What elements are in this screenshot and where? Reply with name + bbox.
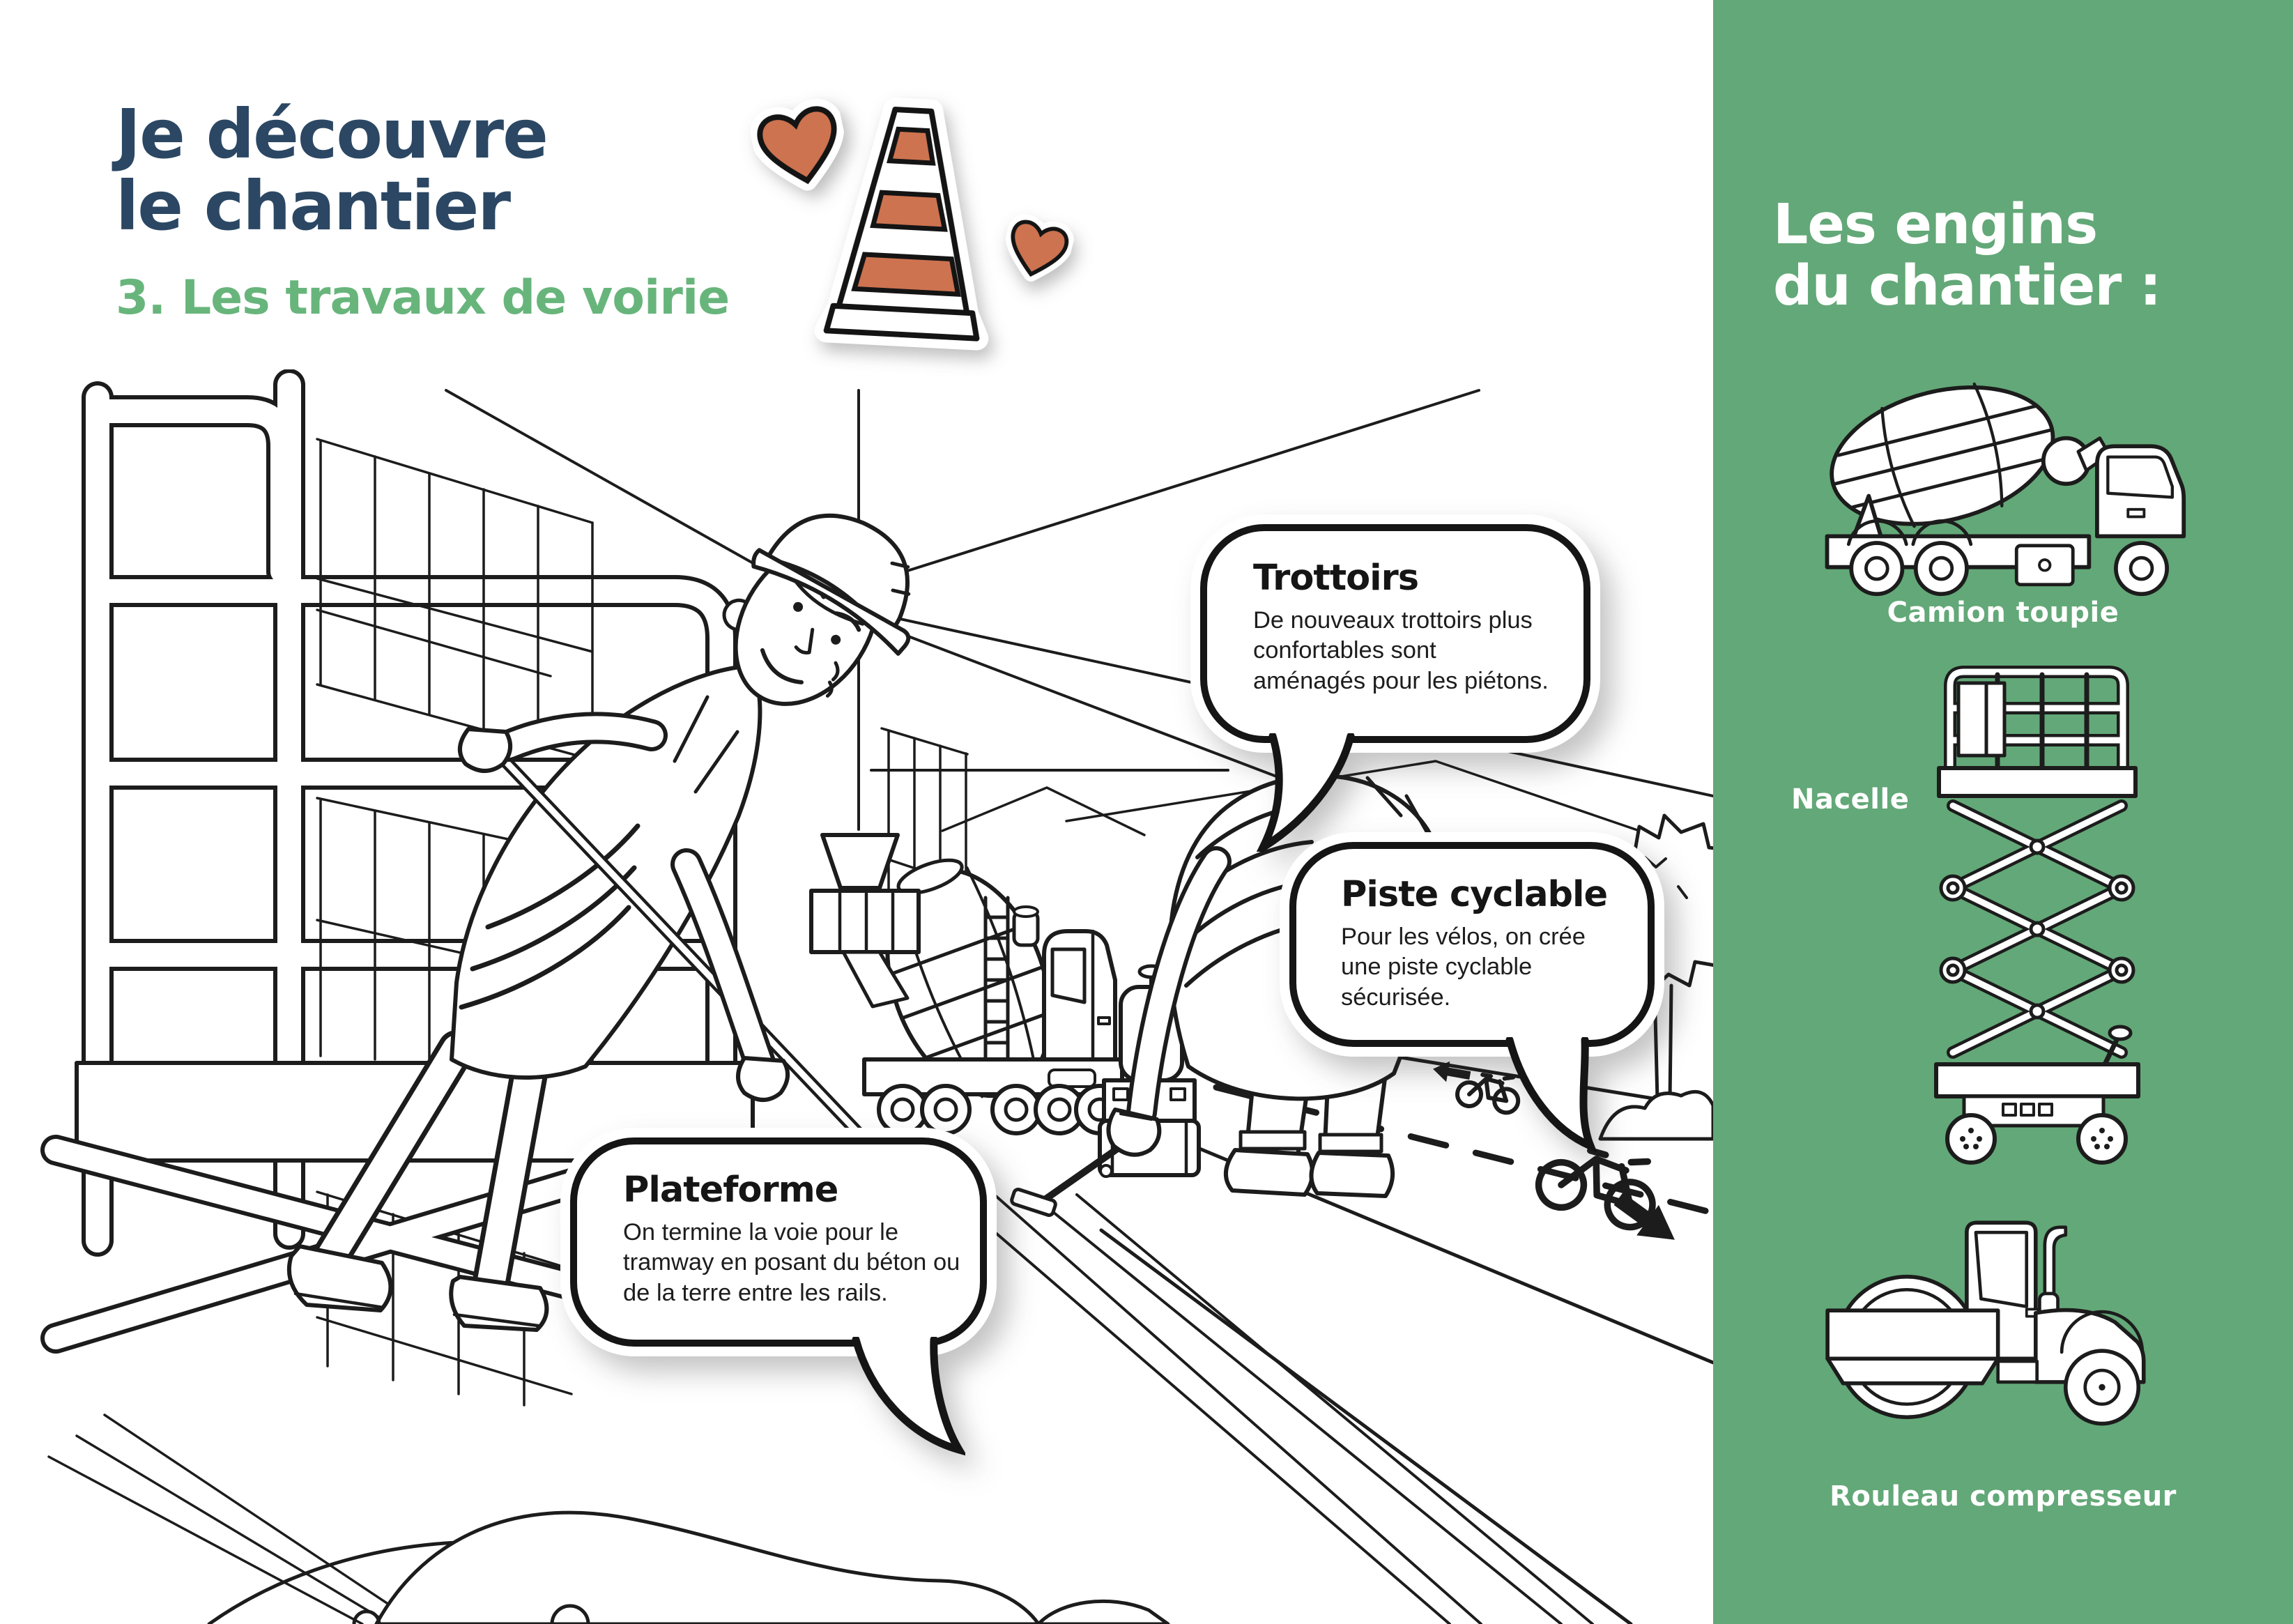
scissor-lift-icon xyxy=(1934,666,2140,1165)
sidebar-engins: Les engins du chantier : xyxy=(1713,0,2293,1624)
lane-arrow-left-icon xyxy=(1433,1061,1471,1082)
concrete-mixer-truck-icon xyxy=(1825,382,2186,597)
bubble-title: Trottoirs xyxy=(1253,558,1419,599)
machine-label-camion-toupie: Camion toupie xyxy=(1887,597,2119,629)
road-roller-icon xyxy=(1825,1220,2146,1426)
dirt-mound xyxy=(207,1510,1170,1624)
lane-arrow-right-icon xyxy=(1613,1193,1675,1240)
bubble-tail xyxy=(1256,733,1355,852)
bicycle-icon xyxy=(1455,1072,1521,1115)
bubble-title: Piste cyclable xyxy=(1341,874,1608,915)
construction-scene-illustration xyxy=(40,369,1713,1624)
truck-wheels xyxy=(877,1084,1126,1135)
traffic-cone-icon xyxy=(814,98,989,351)
page-title-line2: le chantier xyxy=(116,166,511,245)
mixer-truck xyxy=(809,833,1126,1135)
sidebar-heading-line2: du chantier : xyxy=(1773,254,2161,319)
bubble-body: On termine la voie pour le tramway en po… xyxy=(623,1219,960,1306)
heart-icon xyxy=(749,98,845,191)
machine-label-rouleau-compresseur: Rouleau compresseur xyxy=(1830,1480,2177,1512)
tram-rails xyxy=(905,1143,1594,1624)
sidebar-heading: Les engins du chantier : xyxy=(1773,194,2161,317)
bubble-tail xyxy=(1505,1037,1597,1152)
page-subtitle: 3. Les travaux de voirie xyxy=(116,270,730,325)
bubble-title: Plateforme xyxy=(623,1170,838,1211)
speech-bubble-piste-cyclable: Piste cyclable Pour les vélos, on crée u… xyxy=(1289,842,1666,1177)
bubble-body: De nouveaux trottoirs plus confortables … xyxy=(1253,607,1549,694)
worker-shoveling xyxy=(286,513,978,1332)
page-title: Je découvre le chantier xyxy=(116,98,549,245)
machine-label-nacelle: Nacelle xyxy=(1791,783,1910,815)
bubble-tail xyxy=(852,1337,965,1456)
bubble-body: Pour les vélos, on crée une piste cyclab… xyxy=(1341,924,1586,1011)
worker-head xyxy=(722,513,911,706)
heart-icon xyxy=(1005,214,1074,282)
bicycle-icon xyxy=(1535,1147,1656,1231)
page-title-line1: Je découvre xyxy=(116,95,549,174)
speech-bubble-plateforme: Plateforme On termine la voie pour le tr… xyxy=(570,1137,995,1479)
speech-bubble-trottoirs: Trottoirs De nouveaux trottoirs plus con… xyxy=(1200,524,1602,873)
sidebar-heading-line1: Les engins xyxy=(1773,192,2098,256)
